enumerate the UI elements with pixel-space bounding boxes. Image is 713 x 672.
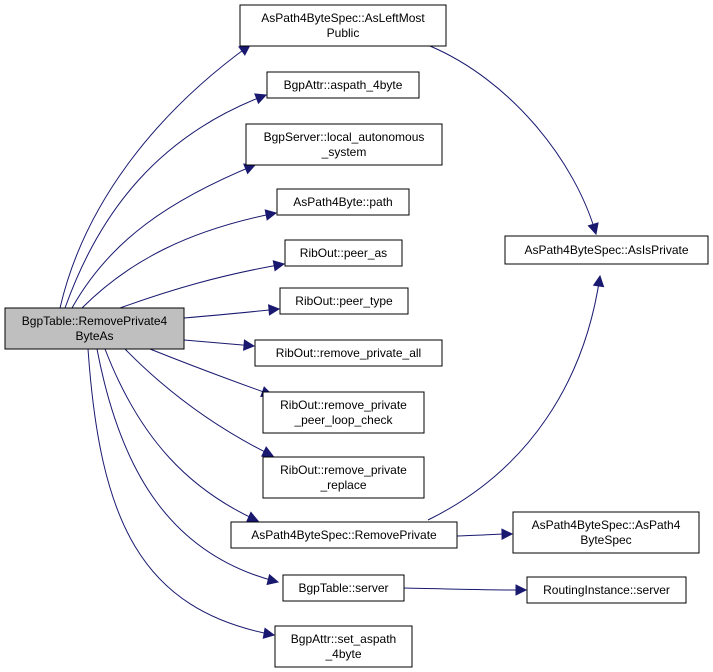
edge-root-localas [71,163,257,309]
node-tableserver[interactable]: BgpTable::server [282,574,405,602]
node-label-line: ByteSpec [580,533,631,547]
node-localas[interactable]: BgpServer::local_autonomous _system [245,123,443,166]
node-label-line: BgpAttr::aspath_4byte [284,78,403,92]
edge-root-removeprivate [104,348,260,523]
node-label-line: _peer_loop_check [293,413,393,427]
node-label-line: BgpTable::RemovePrivate4 [22,314,168,328]
node-ctor[interactable]: AsPath4ByteSpec::AsPath4 ByteSpec [512,511,700,554]
node-label-line: RibOut::peer_as [300,246,387,260]
node-label-line: AsPath4ByteSpec::AsPath4 [532,518,681,532]
node-label-line: RibOut::peer_type [295,294,393,308]
node-label-line: _replace [319,478,366,492]
edge-root-path [81,209,278,309]
node-label-line: RibOut::remove_private_all [276,346,421,360]
edge-root-setaspath [87,348,276,639]
node-removereplace[interactable]: RibOut::remove_private _replace [262,456,425,499]
node-peertype[interactable]: RibOut::peer_type [279,287,409,315]
node-label-line: RoutingInstance::server [543,583,670,597]
node-label-line: BgpTable::server [298,581,388,595]
node-asleftmost[interactable]: AsPath4ByteSpec::AsLeftMost Public [239,4,447,47]
node-peeras[interactable]: RibOut::peer_as [284,239,403,267]
node-label-line: _4byte [324,647,361,661]
node-label-line: AsPath4ByteSpec::AsIsPrivate [524,243,688,257]
node-label-line: AsPath4Byte::path [293,195,392,209]
edge-root-peertype [183,304,281,319]
edge-root-peeras [119,260,286,309]
edge-tableserver-riserver [403,584,528,596]
node-root[interactable]: BgpTable::RemovePrivate4 ByteAs [4,307,185,350]
node-label-line: _system [321,145,367,159]
node-label-line: AsPath4ByteSpec::AsLeftMost [261,11,425,25]
node-label-line: BgpAttr::set_aspath [291,632,396,646]
edge-root-removeall [183,339,256,351]
node-removeprivate[interactable]: AsPath4ByteSpec::RemovePrivate [230,521,458,549]
node-setaspath[interactable]: BgpAttr::set_aspath _4byte [274,625,413,668]
edge-removeprivate-isprivate [427,274,605,521]
node-removeloop[interactable]: RibOut::remove_private _peer_loop_check [262,391,425,434]
node-label-line: AsPath4ByteSpec::RemovePrivate [251,528,437,542]
edge-root-asleftmost [59,44,251,309]
edge-asleftmost-isprivate [429,45,599,236]
edge-root-removereplace [124,348,275,457]
node-removeall[interactable]: RibOut::remove_private_all [254,339,443,367]
node-aspath4byte[interactable]: BgpAttr::aspath_4byte [266,71,420,99]
node-label-line: ByteAs [75,329,113,343]
edge-root-tableserver [96,348,280,586]
node-path[interactable]: AsPath4Byte::path [276,188,410,216]
edge-removeprivate-ctor [456,528,514,540]
node-label-line: Public [327,26,360,40]
node-label-line: BgpServer::local_autonomous [264,130,425,144]
edge-root-aspath4byte [64,93,268,309]
node-label-line: RibOut::remove_private [280,398,407,412]
node-label-line: RibOut::remove_private [280,463,407,477]
node-isprivate[interactable]: AsPath4ByteSpec::AsIsPrivate [504,235,709,265]
node-riserver[interactable]: RoutingInstance::server [526,576,687,604]
